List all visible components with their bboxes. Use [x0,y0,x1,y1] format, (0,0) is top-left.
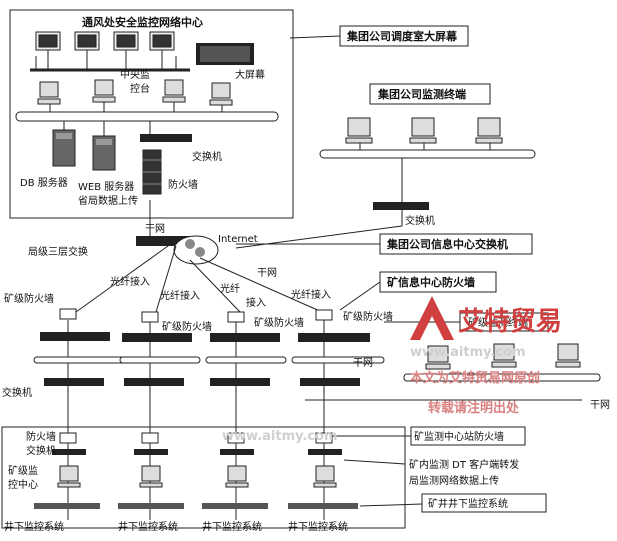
bureau-switch-label: 局级三层交换 [28,245,88,258]
terminal-pc-icon [425,343,581,370]
upload-label: 省局数据上传 [78,194,138,207]
mine-center-label-1: 矿级监 [8,464,38,477]
watermark-url-2: www.aitmy.com [222,429,338,444]
trunk-label-top: 干网 [145,223,165,235]
mine-terminal-label: 矿级监测终端 [468,316,528,329]
fiber-label-2: 光纤接入 [160,289,200,302]
trunk-label-bottom: 干网 [590,399,610,411]
watermark: 艾特贸易 www.aitmy.com 本文为艾特贸易网原创 转载请注明出处 ww… [222,296,562,444]
group-backbone [319,149,536,159]
dt-client-label: 矿内监测 DT 客户端转发 [409,458,519,471]
console-label-2: 控台 [130,82,150,95]
mine-center-label-2: 控中心 [8,478,38,491]
system-label-4: 井下监控系统 [288,520,348,533]
monitor-terminal-label: 集团公司监测终端 [377,87,466,101]
mine-columns [33,308,385,520]
pc-icon [37,79,233,106]
mine-firewall2-label: 防火墙 [26,430,56,443]
group-switch-label: 交换机 [405,214,435,227]
center-title: 通风处安全监控网络中心 [82,15,203,29]
group-pc-icon [345,117,503,144]
fiber-links [75,245,323,313]
group-uplink [235,225,403,249]
station-firewall-label: 矿监测中心站防火墙 [414,430,504,443]
monitor-terminal-box [369,83,491,105]
monitor-wall [35,31,175,51]
dispatch-screen-label: 集团公司调度室大屏幕 [346,29,458,43]
center-backbone [15,111,279,122]
upload-label-2: 局监测网络数据上传 [409,474,499,487]
system-label-3: 井下监控系统 [202,520,262,533]
internet-cloud-icon [173,235,219,265]
mine-firewall-label-1: 矿级防火墙 [4,292,54,305]
watermark-line2: 转载请注明出处 [428,400,520,416]
bureau-switch-icon [136,236,200,246]
info-center-label: 集团公司信息中心交换机 [386,237,508,251]
mine-firewall-label-2: 矿级防火墙 [162,320,212,333]
underground-label: 矿井井下监控系统 [428,497,508,510]
center-switch-icon [140,134,192,142]
trunk-label-right: 干网 [353,357,373,369]
watermark-line1: 本文为艾特贸易网原创 [410,370,540,386]
mine-switch-label: 交换机 [2,386,32,399]
dispatch-link [289,35,341,39]
fiber-label-4: 光纤接入 [291,288,331,301]
watermark-url: www.aitmy.com [410,345,526,360]
console-label-1: 中央监 [120,68,150,81]
mine-switch2-label: 交换机 [26,444,56,457]
info-firewall-label: 矿信息中心防火墙 [387,275,475,289]
trunk-label-mid: 干网 [257,267,277,279]
fiber-label-1: 光纤接入 [110,275,150,288]
db-server-icon [52,129,76,167]
system-label-1: 井下监控系统 [4,520,64,533]
firewall-icon [142,149,162,195]
fiber-label-3b: 接入 [246,296,266,309]
center-box [9,9,294,219]
system-label-2: 井下监控系统 [118,520,178,533]
mine-center-box [1,426,406,529]
mine-firewall-label-4: 矿级防火墙 [343,310,393,323]
underground-box [421,493,547,513]
watermark-brand: 艾特贸易 [458,306,562,337]
fiber-label-3a: 光纤 [220,282,240,295]
firewall-label: 防火墙 [168,178,198,191]
internet-label: Internet [218,234,258,245]
watermark-logo-icon [410,296,454,340]
mine-firewall-label-3: 矿级防火墙 [254,316,304,329]
web-server-icon [92,135,116,171]
center-switch-label: 交换机 [192,150,222,163]
terminal-backbone [403,373,601,382]
group-switch-icon [373,202,429,210]
web-server-label: WEB 服务器 [78,180,134,193]
big-screen-label: 大屏幕 [235,68,265,81]
db-server-label: DB 服务器 [20,176,68,189]
